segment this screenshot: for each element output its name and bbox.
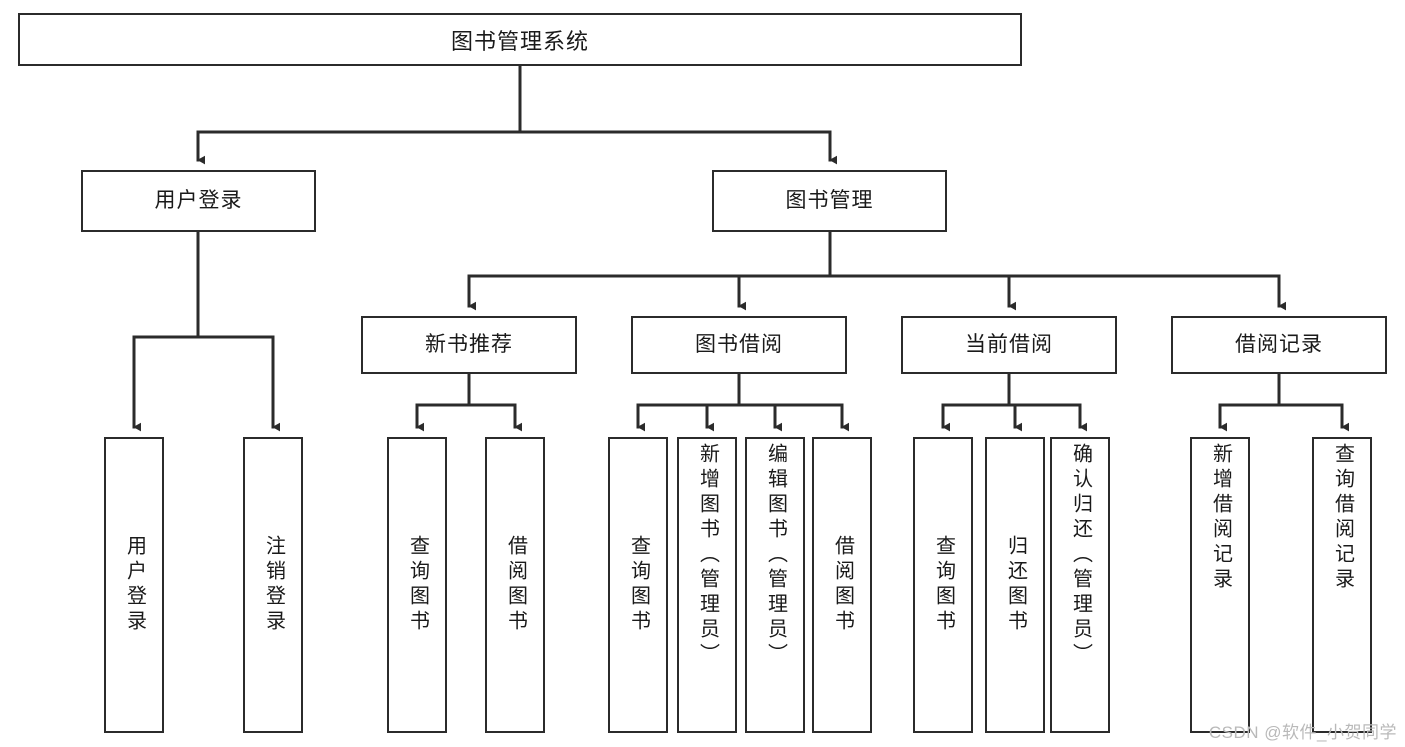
leaf-node-编辑图书管理员[interactable]: 编辑图书（管理员） [745, 437, 805, 733]
leaf-node-label: 确认归还（管理员） [1069, 443, 1092, 668]
leaf-node-注销登录[interactable]: 注销登录 [243, 437, 303, 733]
leaf-node-label: 查询借阅记录 [1331, 443, 1354, 593]
node-level1-label: 图书管理 [785, 189, 874, 213]
leaf-node-label: 新增借阅记录 [1209, 443, 1232, 593]
leaf-node-查询图书[interactable]: 查询图书 [608, 437, 668, 733]
leaf-node-label: 注销登录 [262, 535, 285, 635]
node-level2-label: 借阅记录 [1235, 333, 1323, 357]
node-root-label: 图书管理系统 [450, 28, 589, 54]
leaf-node-label: 借阅图书 [831, 535, 854, 635]
leaf-node-label: 新增图书（管理员） [696, 443, 719, 668]
watermark-text: CSDN @软件_小贺同学 [1208, 723, 1397, 742]
leaf-node-label: 编辑图书（管理员） [764, 443, 787, 668]
node-level2-图书借阅[interactable]: 图书借阅 [631, 316, 847, 374]
node-level2-借阅记录[interactable]: 借阅记录 [1171, 316, 1387, 374]
leaf-node-借阅图书[interactable]: 借阅图书 [485, 437, 545, 733]
node-level2-label: 当前借阅 [965, 333, 1053, 357]
leaf-node-新增图书管理员[interactable]: 新增图书（管理员） [677, 437, 737, 733]
leaf-node-label: 查询图书 [406, 535, 429, 635]
leaf-node-确认归还管理员[interactable]: 确认归还（管理员） [1050, 437, 1110, 733]
leaf-node-用户登录[interactable]: 用户登录 [104, 437, 164, 733]
node-level1-图书管理[interactable]: 图书管理 [712, 170, 947, 232]
leaf-node-借阅图书[interactable]: 借阅图书 [812, 437, 872, 733]
leaf-node-查询借阅记录[interactable]: 查询借阅记录 [1312, 437, 1372, 733]
node-root-book-management-system[interactable]: 图书管理系统 [18, 13, 1022, 66]
node-level2-新书推荐[interactable]: 新书推荐 [361, 316, 577, 374]
node-level1-用户登录[interactable]: 用户登录 [81, 170, 316, 232]
leaf-node-label: 借阅图书 [504, 535, 527, 635]
leaf-node-label: 查询图书 [627, 535, 650, 635]
node-level2-当前借阅[interactable]: 当前借阅 [901, 316, 1117, 374]
leaf-node-查询图书[interactable]: 查询图书 [387, 437, 447, 733]
leaf-node-新增借阅记录[interactable]: 新增借阅记录 [1190, 437, 1250, 733]
leaf-node-label: 用户登录 [123, 535, 146, 635]
node-level2-label: 图书借阅 [695, 333, 783, 357]
leaf-node-归还图书[interactable]: 归还图书 [985, 437, 1045, 733]
leaf-node-label: 查询图书 [932, 535, 955, 635]
node-level2-label: 新书推荐 [425, 333, 513, 357]
leaf-node-查询图书[interactable]: 查询图书 [913, 437, 973, 733]
leaf-node-label: 归还图书 [1004, 535, 1027, 635]
node-level1-label: 用户登录 [154, 189, 243, 213]
